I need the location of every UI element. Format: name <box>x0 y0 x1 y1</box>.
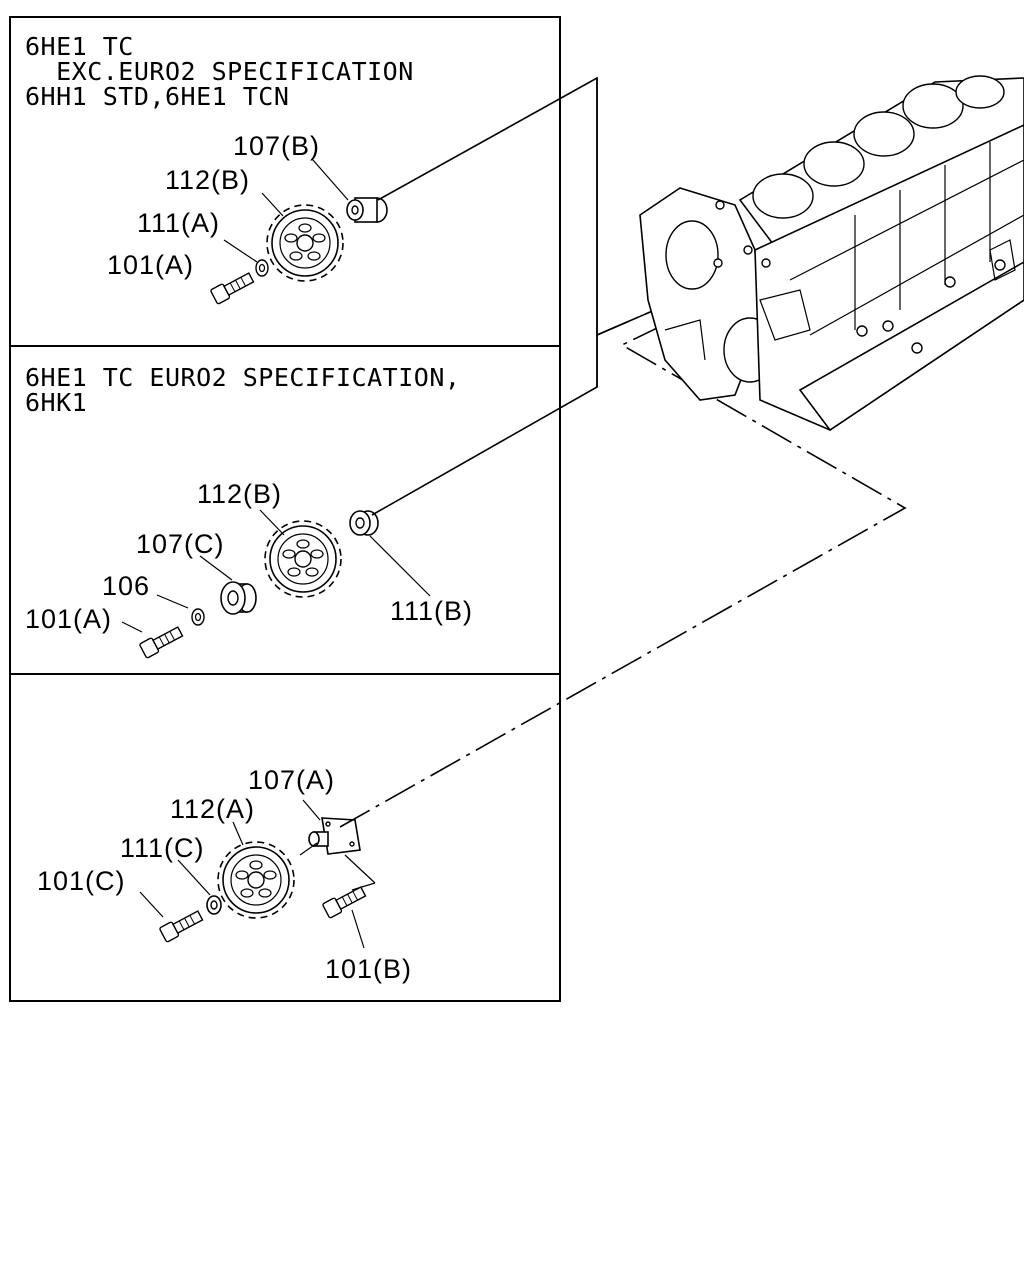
label-101c: 101(C) <box>37 866 126 896</box>
panel-2-header-line-1: 6HE1 TC EURO2 SPECIFICATION, <box>25 363 460 392</box>
washer-icon <box>206 895 222 915</box>
label-106: 106 <box>102 571 150 601</box>
panel-2-header-line-2: 6HK1 <box>25 388 87 417</box>
idler-gear-icon <box>217 841 295 919</box>
label-101a: 101(A) <box>107 250 194 280</box>
cylinder-block-illustration <box>639 75 1024 432</box>
washer-icon <box>349 510 379 536</box>
label-111c: 111(C) <box>120 833 205 863</box>
idler-gear-icon <box>266 204 344 282</box>
label-112a: 112(A) <box>170 794 255 824</box>
panel-2: 6HE1 TC EURO2 SPECIFICATION, 6HK1 112(B)… <box>9 345 561 675</box>
label-107a: 107(A) <box>248 765 335 795</box>
label-111b: 111(B) <box>390 596 473 626</box>
panel-1-header-line-1: 6HE1 TC <box>25 32 134 61</box>
label-111a: 111(A) <box>137 208 220 238</box>
washer-icon <box>255 259 269 277</box>
label-101b: 101(B) <box>325 954 412 984</box>
label-101a-2: 101(A) <box>25 604 112 634</box>
label-112b-2: 112(B) <box>197 479 282 509</box>
panel-1-header-line-3: 6HH1 STD,6HE1 TCN <box>25 82 289 111</box>
shaft-icon <box>220 581 257 615</box>
label-107b: 107(B) <box>233 131 320 161</box>
panel-3: 107(A) 112(A) 111(C) 101(C) 101(B) <box>9 673 561 1002</box>
label-107c: 107(C) <box>136 529 225 559</box>
shaft-icon <box>308 817 361 855</box>
shaft-icon <box>346 197 388 223</box>
panel-1: 6HE1 TC EXC.EURO2 SPECIFICATION 6HH1 STD… <box>9 16 561 347</box>
panel-1-header-line-2: EXC.EURO2 SPECIFICATION <box>25 57 414 86</box>
idler-gear-icon <box>264 520 342 598</box>
label-112b: 112(B) <box>165 165 250 195</box>
washer-icon <box>191 608 205 626</box>
